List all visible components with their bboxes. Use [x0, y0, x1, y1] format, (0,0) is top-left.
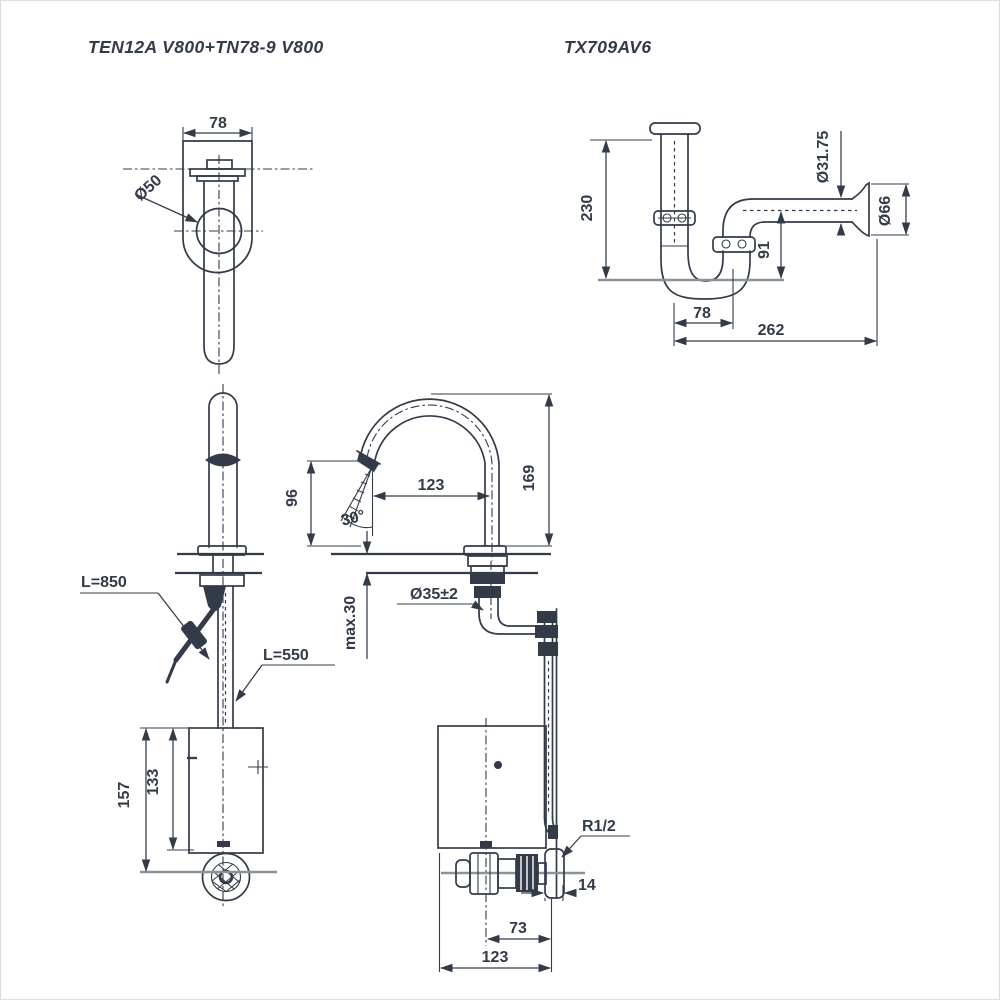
spout-tube — [208, 392, 238, 548]
p-trap-view: 230 Ø31.75 Ø66 91 78 262 — [579, 122, 911, 346]
gooseneck-inner — [374, 415, 486, 547]
dim-sensor-cable: L=850 — [81, 574, 127, 591]
trap-slip-nut-1 — [653, 210, 696, 226]
controller-box-front — [188, 727, 264, 854]
cable-plug — [181, 620, 207, 650]
dim-spray-angle: 30° — [339, 507, 367, 529]
faucet-side-view: L=850 L=550 133 157 — [80, 384, 335, 907]
supply-elbow — [478, 612, 548, 635]
down-tube — [203, 180, 235, 365]
trap-u-bend-outer — [660, 246, 751, 300]
hose-wall-fitting — [548, 825, 558, 839]
dim-spout-height: 169 — [521, 465, 538, 492]
gooseneck-outer — [359, 398, 500, 547]
trap-top-flange — [649, 122, 701, 135]
dim-trap-offset: 78 — [693, 305, 711, 322]
dim-controller-overall-height: 157 — [116, 782, 133, 809]
faucet-body-outline — [182, 140, 253, 274]
aerator-tip — [357, 453, 379, 472]
dim-mounting-hole: Ø35±2 — [410, 586, 458, 603]
controller-led — [494, 761, 502, 769]
product-code-left: TEN12A V800+TN78-9 V800 — [88, 37, 324, 57]
dim-spout-clearance: 96 — [284, 489, 301, 507]
sensor-housing — [203, 586, 226, 611]
dim-supply-thread: R1/2 — [582, 818, 616, 835]
locknut — [199, 574, 245, 587]
trap-wall-flange — [851, 181, 870, 238]
dim-deck-thickness: max.30 — [342, 596, 359, 650]
dim-wall-fitting-depth: 14 — [578, 877, 596, 894]
dim-controller-body-height: 133 — [145, 769, 162, 796]
faucet-profile-view: 30° 96 123 169 max.30 Ø35±2 — [284, 393, 630, 973]
controller-box-side — [437, 725, 547, 849]
dim-trap-length: 262 — [758, 322, 785, 339]
dim-valve-to-wall: 73 — [509, 920, 527, 937]
dim-supply-hose: L=550 — [263, 647, 309, 664]
sensor-window — [205, 453, 241, 467]
dim-trap-height: 230 — [579, 195, 596, 222]
product-code-right: TX709AV6 — [564, 37, 652, 57]
dim-trap-flange-diameter: Ø66 — [877, 196, 894, 226]
check-valve — [537, 611, 557, 623]
faucet-front-view: 78 Ø50 — [123, 115, 313, 376]
base-circle — [195, 207, 243, 255]
dim-trap-drop: 91 — [756, 241, 773, 259]
trap-slip-nut-2 — [712, 236, 756, 253]
valve-wall-flange — [544, 848, 565, 899]
shank-nut — [470, 574, 505, 584]
dim-front-width: 78 — [209, 115, 227, 132]
dim-trap-pipe-diameter: Ø31.75 — [815, 131, 832, 184]
dim-spout-reach: 123 — [418, 477, 445, 494]
supply-fitting-face — [201, 852, 251, 902]
dim-controller-width: 123 — [482, 949, 509, 966]
